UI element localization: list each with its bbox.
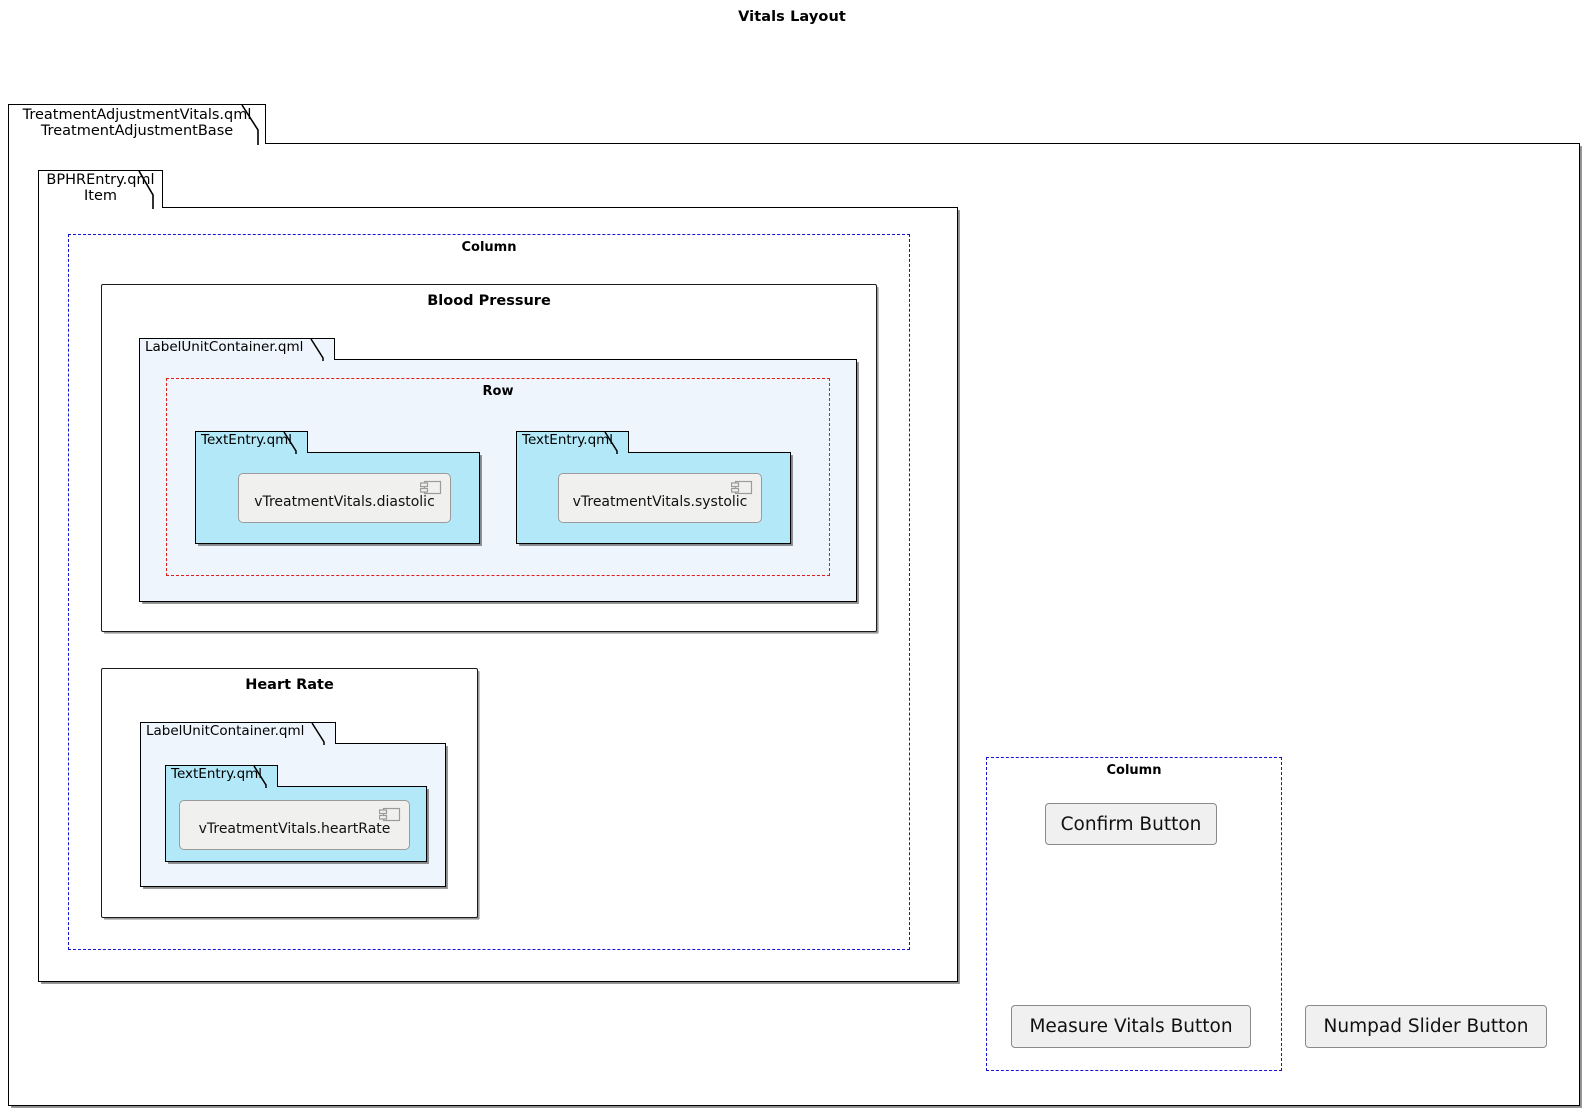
numpad-slider-button[interactable]: Numpad Slider Button: [1305, 1005, 1547, 1048]
group-heart-rate-title: Heart Rate: [245, 677, 334, 693]
package-tab-label-unit-container-bp: LabelUnitContainer.qml: [139, 338, 335, 361]
page-title: Vitals Layout: [738, 9, 846, 25]
layout-row-label: Row: [482, 384, 514, 399]
package-tab-label: TextEntry.qml: [171, 766, 263, 782]
uml-component-icon: [419, 480, 442, 495]
package-tab-treatment-adjustment-vitals: TreatmentAdjustmentVitals.qml TreatmentA…: [8, 104, 266, 145]
confirm-button[interactable]: Confirm Button: [1045, 803, 1217, 845]
package-tab-text-entry-diastolic: TextEntry.qml: [195, 431, 308, 454]
package-tab-slant: [138, 170, 163, 209]
package-tab-line-2: Item: [83, 188, 117, 205]
component-label: vTreatmentVitals.systolic: [572, 493, 748, 510]
layout-column-main-label: Column: [461, 240, 517, 255]
package-tab-label: LabelUnitContainer.qml: [146, 723, 305, 739]
package-tab-slant: [604, 431, 629, 454]
package-tab-slant: [241, 104, 266, 145]
package-tab-label: TextEntry.qml: [522, 432, 614, 448]
package-tab-slant: [310, 338, 335, 361]
uml-component-icon: [378, 807, 401, 822]
layout-row-blood-pressure: Row: [166, 378, 830, 576]
package-tab-label-unit-container-hr: LabelUnitContainer.qml: [140, 722, 336, 745]
layout-column-main: Column: [68, 234, 910, 950]
component-vtreatmentvitals-heartrate[interactable]: vTreatmentVitals.heartRate: [179, 800, 410, 850]
package-tab-line-1: BPHREntry.qml: [46, 172, 155, 188]
component-vtreatmentvitals-diastolic[interactable]: vTreatmentVitals.diastolic: [238, 473, 451, 523]
package-tab-label: LabelUnitContainer.qml: [145, 339, 304, 355]
component-vtreatmentvitals-systolic[interactable]: vTreatmentVitals.systolic: [558, 473, 762, 523]
package-tab-slant: [253, 765, 278, 788]
measure-vitals-button[interactable]: Measure Vitals Button: [1011, 1005, 1251, 1048]
package-tab-slant: [283, 431, 308, 454]
package-tab-slant: [311, 722, 336, 745]
group-blood-pressure-title: Blood Pressure: [427, 293, 551, 309]
package-tab-text-entry-systolic: TextEntry.qml: [516, 431, 629, 454]
layout-column-buttons-label: Column: [1106, 763, 1162, 778]
package-tab-label: TextEntry.qml: [201, 432, 293, 448]
package-tab-line-2: TreatmentAdjustmentBase: [40, 123, 234, 140]
package-tab-bphr-entry: BPHREntry.qml Item: [38, 170, 163, 209]
component-label: vTreatmentVitals.heartRate: [198, 820, 391, 837]
component-label: vTreatmentVitals.diastolic: [254, 493, 435, 510]
uml-component-icon: [730, 480, 753, 495]
package-tab-line-1: TreatmentAdjustmentVitals.qml: [22, 107, 252, 123]
package-tab-text-entry-heart-rate: TextEntry.qml: [165, 765, 278, 788]
layout-column-buttons: Column: [986, 757, 1282, 1071]
